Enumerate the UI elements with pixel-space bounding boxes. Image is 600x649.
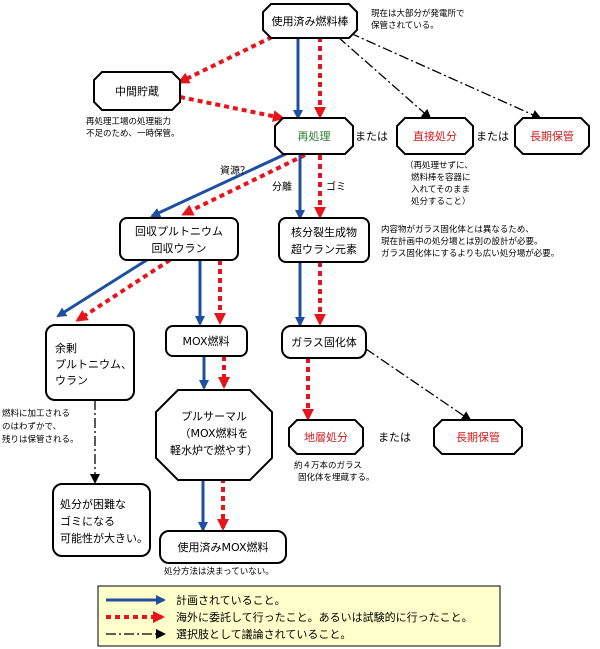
node-hard-waste-line1: 処分が困難な xyxy=(60,497,126,511)
note-surplus-line3: 残りは保管される。 xyxy=(2,434,79,445)
note-direct-line2: 燃料棒を容器に xyxy=(411,172,471,183)
note-interim-line2: 不足のため、一時保管。 xyxy=(86,128,180,139)
note-fission-products: 内容物がガラス固化体とは異なるため、 現在計画中の処分場とは別の設計が必要。 ガ… xyxy=(381,224,559,259)
node-fission-products: 核分裂生成物 超ウラン元素 xyxy=(278,217,370,263)
node-spent-fuel-label: 使用済み燃料棒 xyxy=(272,14,349,28)
node-pluthermal-line3: 軽水炉で燃やす） xyxy=(170,443,258,457)
legend: 計画されていること。 海外に委託して行ったこと。あるいは試験的に行ったこと。 選… xyxy=(97,585,501,647)
node-surplus-line2: プルトニウム、 xyxy=(55,358,132,371)
node-hard-waste-line2: ゴミになる xyxy=(60,514,115,528)
edge-label-resource: 資源？ xyxy=(220,164,250,177)
node-recovered-pu-u: 回収プルトニウム 回収ウラン xyxy=(119,217,239,261)
edge-reprocess-to-recovered-overseas xyxy=(181,153,306,216)
or-connector-2: または xyxy=(476,130,509,143)
edge-reprocess-to-recovered-planned xyxy=(150,150,291,218)
note-surplus: 燃料に加工される のはわずかで、 残りは保管される。 xyxy=(2,408,79,445)
node-geological-disposal-label: 地層処分 xyxy=(304,431,348,444)
or-connector-3: または xyxy=(378,431,411,444)
node-surplus-line1: 余剰 xyxy=(55,341,77,355)
node-surplus-pu-u: 余剰 プルトニウム、 ウラン xyxy=(45,324,135,401)
node-interim-storage-label: 中間貯蔵 xyxy=(115,85,159,98)
edge-spent-to-direct xyxy=(337,36,432,120)
note-interim-line1: 再処理工場の処理能力 xyxy=(86,116,171,127)
node-long-term-storage-1: 長期保管 xyxy=(514,117,590,155)
edge-recovered-to-surplus-overseas xyxy=(75,258,172,322)
note-surplus-line2: のはわずかで、 xyxy=(2,421,61,432)
node-reprocessing-label: 再処理 xyxy=(298,130,331,143)
note-direct-line3: 入れてそのまま xyxy=(411,185,470,195)
note-direct-line4: 処分すること） xyxy=(411,196,471,207)
edge-label-separation: 分離 xyxy=(272,180,292,193)
or-connector-1: または xyxy=(355,130,388,143)
node-hard-waste-line3: 可能性が大きい。 xyxy=(60,531,148,545)
node-mox-fuel-label: MOX燃料 xyxy=(183,334,230,348)
node-direct-disposal-label: 直接処分 xyxy=(413,129,457,143)
edge-recovered-to-surplus-planned xyxy=(56,256,151,318)
node-interim-storage: 中間貯蔵 xyxy=(93,71,181,111)
node-surplus-line3: ウラン xyxy=(55,374,88,387)
node-spent-mox: 使用済みMOX燃料 xyxy=(159,530,287,564)
node-fission-products-line1: 核分裂生成物 xyxy=(291,225,357,239)
legend-planned-label: 計画されていること。 xyxy=(176,593,286,607)
node-pluthermal-line1: プルサーマル xyxy=(181,410,247,423)
note-surplus-line1: 燃料に加工される xyxy=(2,408,70,419)
note-fp-line2: 現在計画中の処分場とは別の設計が必要。 xyxy=(381,236,543,247)
node-pluthermal: プルサーマル （MOX燃料を 軽水炉で燃やす） xyxy=(155,389,273,481)
note-fp-line1: 内容物がガラス固化体とは異なるため、 xyxy=(381,224,534,235)
note-spent-fuel-line2: 保管されている。 xyxy=(371,20,439,31)
node-glass-solid-label: ガラス固化体 xyxy=(291,335,357,349)
note-fp-line3: ガラス固化体にするよりも広い処分場が必要。 xyxy=(381,248,559,259)
note-spent-fuel-line1: 現在は大部分が発電所で xyxy=(371,8,465,19)
edge-spent-to-interim xyxy=(177,35,273,84)
node-pluthermal-line2: （MOX燃料を xyxy=(180,426,249,440)
node-direct-disposal: 直接処分 xyxy=(396,117,474,155)
node-long-term-storage-2: 長期保管 xyxy=(433,419,523,455)
node-hard-waste: 処分が困難な ゴミになる 可能性が大きい。 xyxy=(52,483,151,557)
node-recovered-pu-u-line1: 回収プルトニウム xyxy=(135,225,223,238)
note-spent-fuel: 現在は大部分が発電所で 保管されている。 xyxy=(371,8,465,31)
note-direct-line1: （再処理せずに、 xyxy=(405,160,473,171)
node-spent-mox-label: 使用済みMOX燃料 xyxy=(178,540,269,554)
node-reprocessing: 再処理 xyxy=(274,117,354,155)
note-geological: 約４万本のガラス 固化体を埋蔵する。 xyxy=(294,460,375,483)
edge-spent-to-longterm xyxy=(349,32,542,120)
note-geo-line2: 固化体を埋蔵する。 xyxy=(298,472,375,483)
edge-glass-to-longterm xyxy=(365,348,472,422)
legend-option-label: 選択肢として議論されていること。 xyxy=(176,627,351,641)
note-direct-disposal: （再処理せずに、 燃料棒を容器に 入れてそのまま 処分すること） xyxy=(405,160,473,207)
node-spent-fuel: 使用済み燃料棒 xyxy=(262,3,358,39)
node-recovered-pu-u-line2: 回収ウラン xyxy=(152,242,207,255)
node-long-term-storage-2-label: 長期保管 xyxy=(456,430,500,444)
node-mox-fuel: MOX燃料 xyxy=(165,325,248,357)
note-geo-line1: 約４万本のガラス xyxy=(294,460,362,471)
note-spent-mox: 処分方法は決まっていない。 xyxy=(164,566,274,577)
node-geological-disposal: 地層処分 xyxy=(288,419,364,455)
legend-overseas-label: 海外に委託して行ったこと。あるいは試験的に行ったこと。 xyxy=(176,610,473,624)
edge-label-garbage: ゴミ xyxy=(326,180,346,193)
node-fission-products-line2: 超ウラン元素 xyxy=(291,242,357,256)
node-glass-solid: ガラス固化体 xyxy=(281,325,367,359)
edge-interim-to-reprocess xyxy=(179,95,285,123)
note-interim: 再処理工場の処理能力 不足のため、一時保管。 xyxy=(86,116,180,139)
node-long-term-storage-1-label: 長期保管 xyxy=(530,129,574,143)
